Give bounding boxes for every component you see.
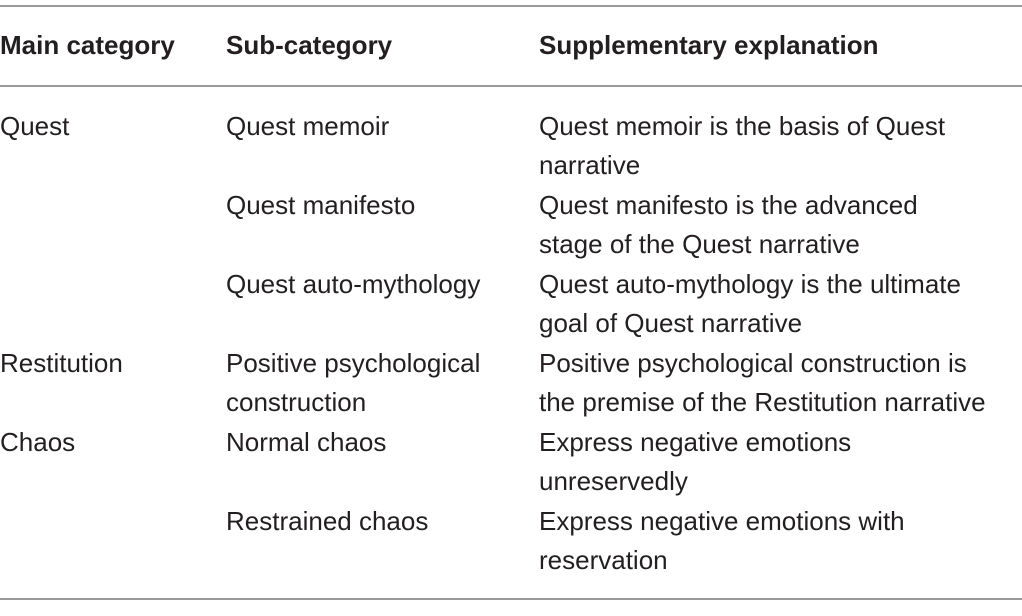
- bottom-rule: [0, 598, 1022, 600]
- header-supplementary-explanation: Supplementary explanation: [539, 30, 879, 60]
- row-explanation-line: Express negative emotions with: [539, 506, 905, 536]
- header-sub-category: Sub-category: [226, 30, 393, 60]
- row-main-category: Restitution: [0, 348, 123, 378]
- row-explanation-line: narrative: [539, 150, 641, 180]
- row-explanation-line: unreservedly: [539, 466, 688, 496]
- row-explanation-line: Quest auto-mythology is the ultimate: [539, 269, 961, 299]
- row-explanation-line: reservation: [539, 545, 668, 575]
- row-main-category: Quest: [0, 111, 70, 141]
- row-explanation-line: Positive psychological construction is: [539, 348, 967, 378]
- row-explanation-line: the premise of the Restitution narrative: [539, 387, 986, 417]
- row-sub-category: Restrained chaos: [226, 506, 429, 536]
- row-main-category: Chaos: [0, 427, 76, 457]
- row-explanation-line: Quest manifesto is the advanced: [539, 190, 918, 220]
- row-sub-category: Quest memoir: [226, 111, 390, 141]
- header-main-category: Main category: [0, 30, 175, 60]
- top-rule: [0, 5, 1022, 7]
- row-explanation-line: stage of the Quest narrative: [539, 229, 860, 259]
- header-rule: [0, 85, 1022, 87]
- row-sub-category: Quest manifesto: [226, 190, 416, 220]
- row-explanation-line: Quest memoir is the basis of Quest: [539, 111, 946, 141]
- row-sub-category: Positive psychological: [226, 348, 481, 378]
- row-sub-category: Quest auto-mythology: [226, 269, 481, 299]
- row-explanation-line: goal of Quest narrative: [539, 308, 803, 338]
- row-explanation-line: Express negative emotions: [539, 427, 852, 457]
- row-sub-category: construction: [226, 387, 367, 417]
- row-sub-category: Normal chaos: [226, 427, 387, 457]
